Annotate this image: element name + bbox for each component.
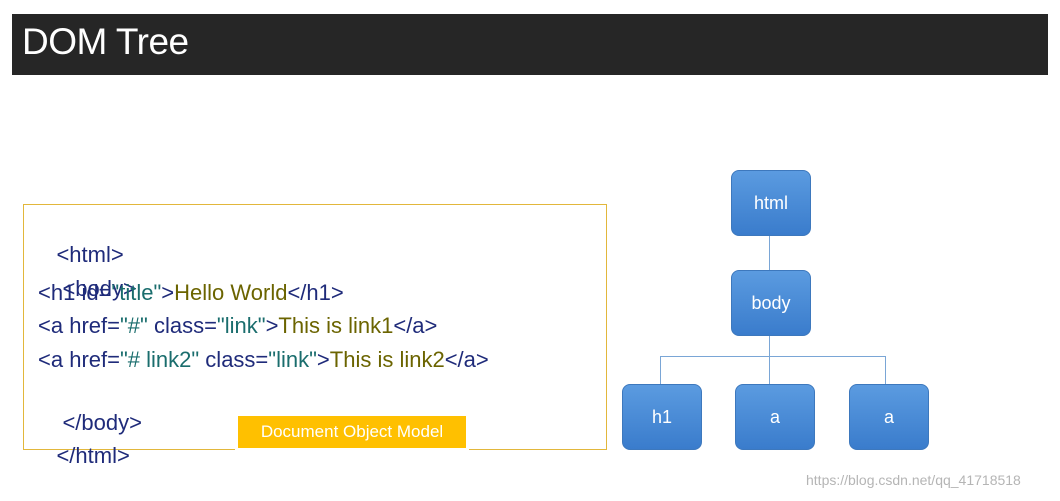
code-line-body-open: <body> [62, 276, 136, 301]
code-line-body-close: </body> [62, 410, 142, 435]
code-line-html-close: </html> [56, 443, 130, 468]
tree-node-body: body [731, 270, 811, 336]
code-line-link1: <a href="#" class="link">This is link1</… [38, 313, 438, 338]
tree-node-a-1: a [735, 384, 815, 450]
caption-badge: Document Object Model [238, 416, 466, 448]
code-line-h1: <h1 id="title">Hello World</h1> [38, 280, 344, 305]
tree-node-h1: h1 [622, 384, 702, 450]
code-line-link2: <a href="# link2" class="link">This is l… [38, 347, 489, 372]
page-title: DOM Tree [22, 21, 189, 62]
edge-body-down [769, 335, 770, 385]
title-bar: DOM Tree [12, 14, 1048, 75]
edge-to-a2 [885, 356, 886, 385]
code-line-html-open: <html> [56, 242, 124, 267]
edge-to-h1 [660, 356, 661, 385]
tree-node-html: html [731, 170, 811, 236]
edge-html-body [769, 236, 770, 270]
watermark: https://blog.csdn.net/qq_41718518 [806, 472, 1021, 488]
edge-horizontal-bar [660, 356, 886, 357]
code-box: <html> <body> <h1 id="title">Hello World… [23, 204, 607, 468]
tree-node-a-2: a [849, 384, 929, 450]
